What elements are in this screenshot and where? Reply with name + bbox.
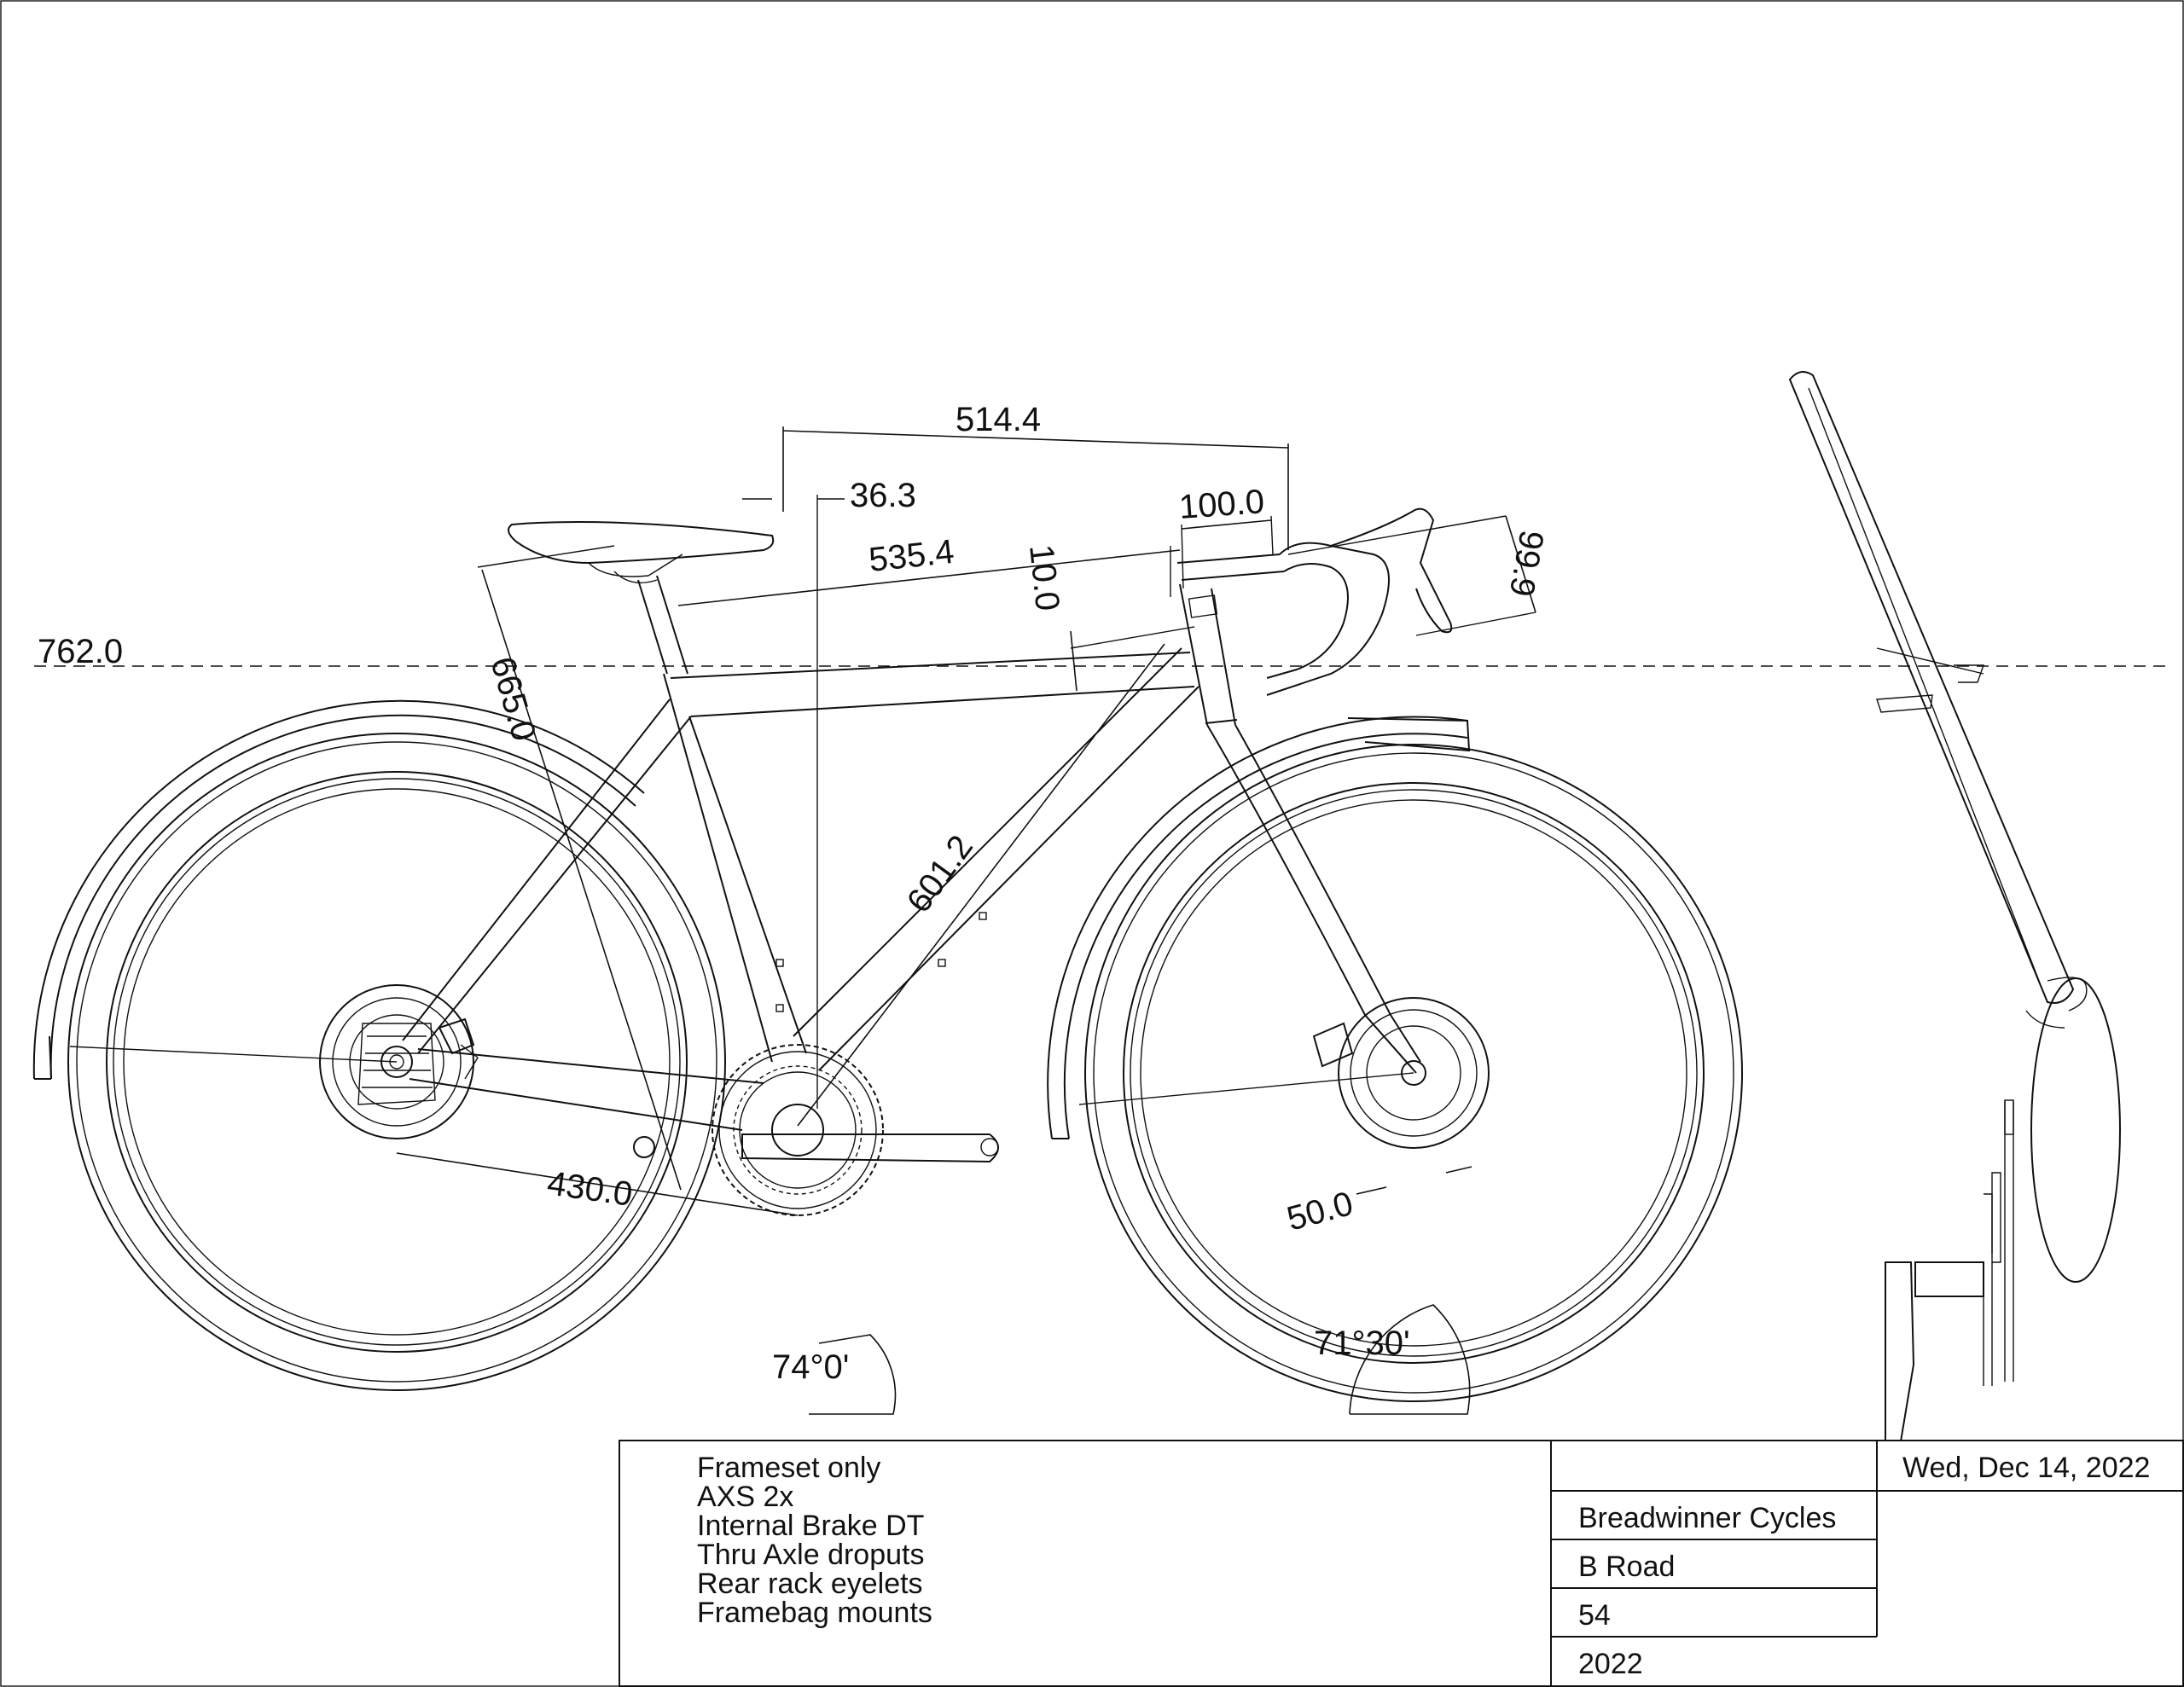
note-framebag-mounts: Framebag mounts	[697, 1597, 932, 1629]
note-internal-brake: Internal Brake DT	[697, 1510, 924, 1542]
note-frameset: Frameset only	[697, 1452, 880, 1484]
rear-cassette	[357, 1017, 479, 1105]
dim-head-spacer: 10.0	[1022, 542, 1066, 612]
front-rotor	[1312, 997, 1490, 1149]
stem-handlebar	[1170, 507, 1453, 696]
dim-saddle-setback: 36.3	[850, 477, 916, 514]
dim-line-saddle-height	[481, 569, 682, 1191]
rear-reference-line	[69, 1046, 398, 1063]
title-block	[619, 1440, 2184, 1687]
front-wheel	[1084, 744, 1743, 1402]
note-rack-eyelets: Rear rack eyelets	[697, 1568, 923, 1600]
drivetrain	[633, 1044, 999, 1216]
front-reference-line	[1078, 1072, 1414, 1105]
dim-saddle-to-bar: 514.4	[956, 401, 1041, 438]
rear-wheel	[67, 733, 726, 1391]
head-angle-arc	[1349, 1304, 1471, 1415]
dim-seat-angle: 74°0'	[772, 1348, 849, 1386]
dim-handlebar-drop: 99.9	[1502, 527, 1551, 599]
dim-chainstay: 430.0	[545, 1164, 635, 1214]
dim-horizon: 762.0	[38, 633, 123, 670]
dim-stem-length: 100.0	[1178, 483, 1266, 526]
rear-rotor	[319, 984, 474, 1139]
model-year: 2022	[1578, 1648, 1643, 1680]
dim-down-tube: 601.2	[900, 828, 980, 919]
frame-size: 54	[1578, 1599, 1611, 1632]
dim-line-effective-top-tube	[677, 549, 1181, 606]
rear-fender	[32, 699, 645, 1080]
model-name: B Road	[1578, 1551, 1675, 1583]
front-view	[1788, 371, 2121, 1442]
drawing-date: Wed, Dec 14, 2022	[1902, 1452, 2150, 1484]
note-thru-axle: Thru Axle droputs	[697, 1539, 924, 1571]
front-fender	[1047, 716, 1471, 1139]
saddle	[508, 520, 775, 583]
note-axs: AXS 2x	[697, 1481, 793, 1513]
builder-name: Breadwinner Cycles	[1578, 1502, 1836, 1534]
dim-head-angle: 71°30'	[1314, 1325, 1410, 1362]
dim-line-saddle-to-bar	[782, 430, 1289, 449]
dim-fork-offset: 50.0	[1283, 1185, 1357, 1238]
dim-effective-top-tube: 535.4	[867, 533, 956, 579]
frame	[402, 575, 1421, 1131]
seat-angle-arc	[809, 1334, 897, 1415]
